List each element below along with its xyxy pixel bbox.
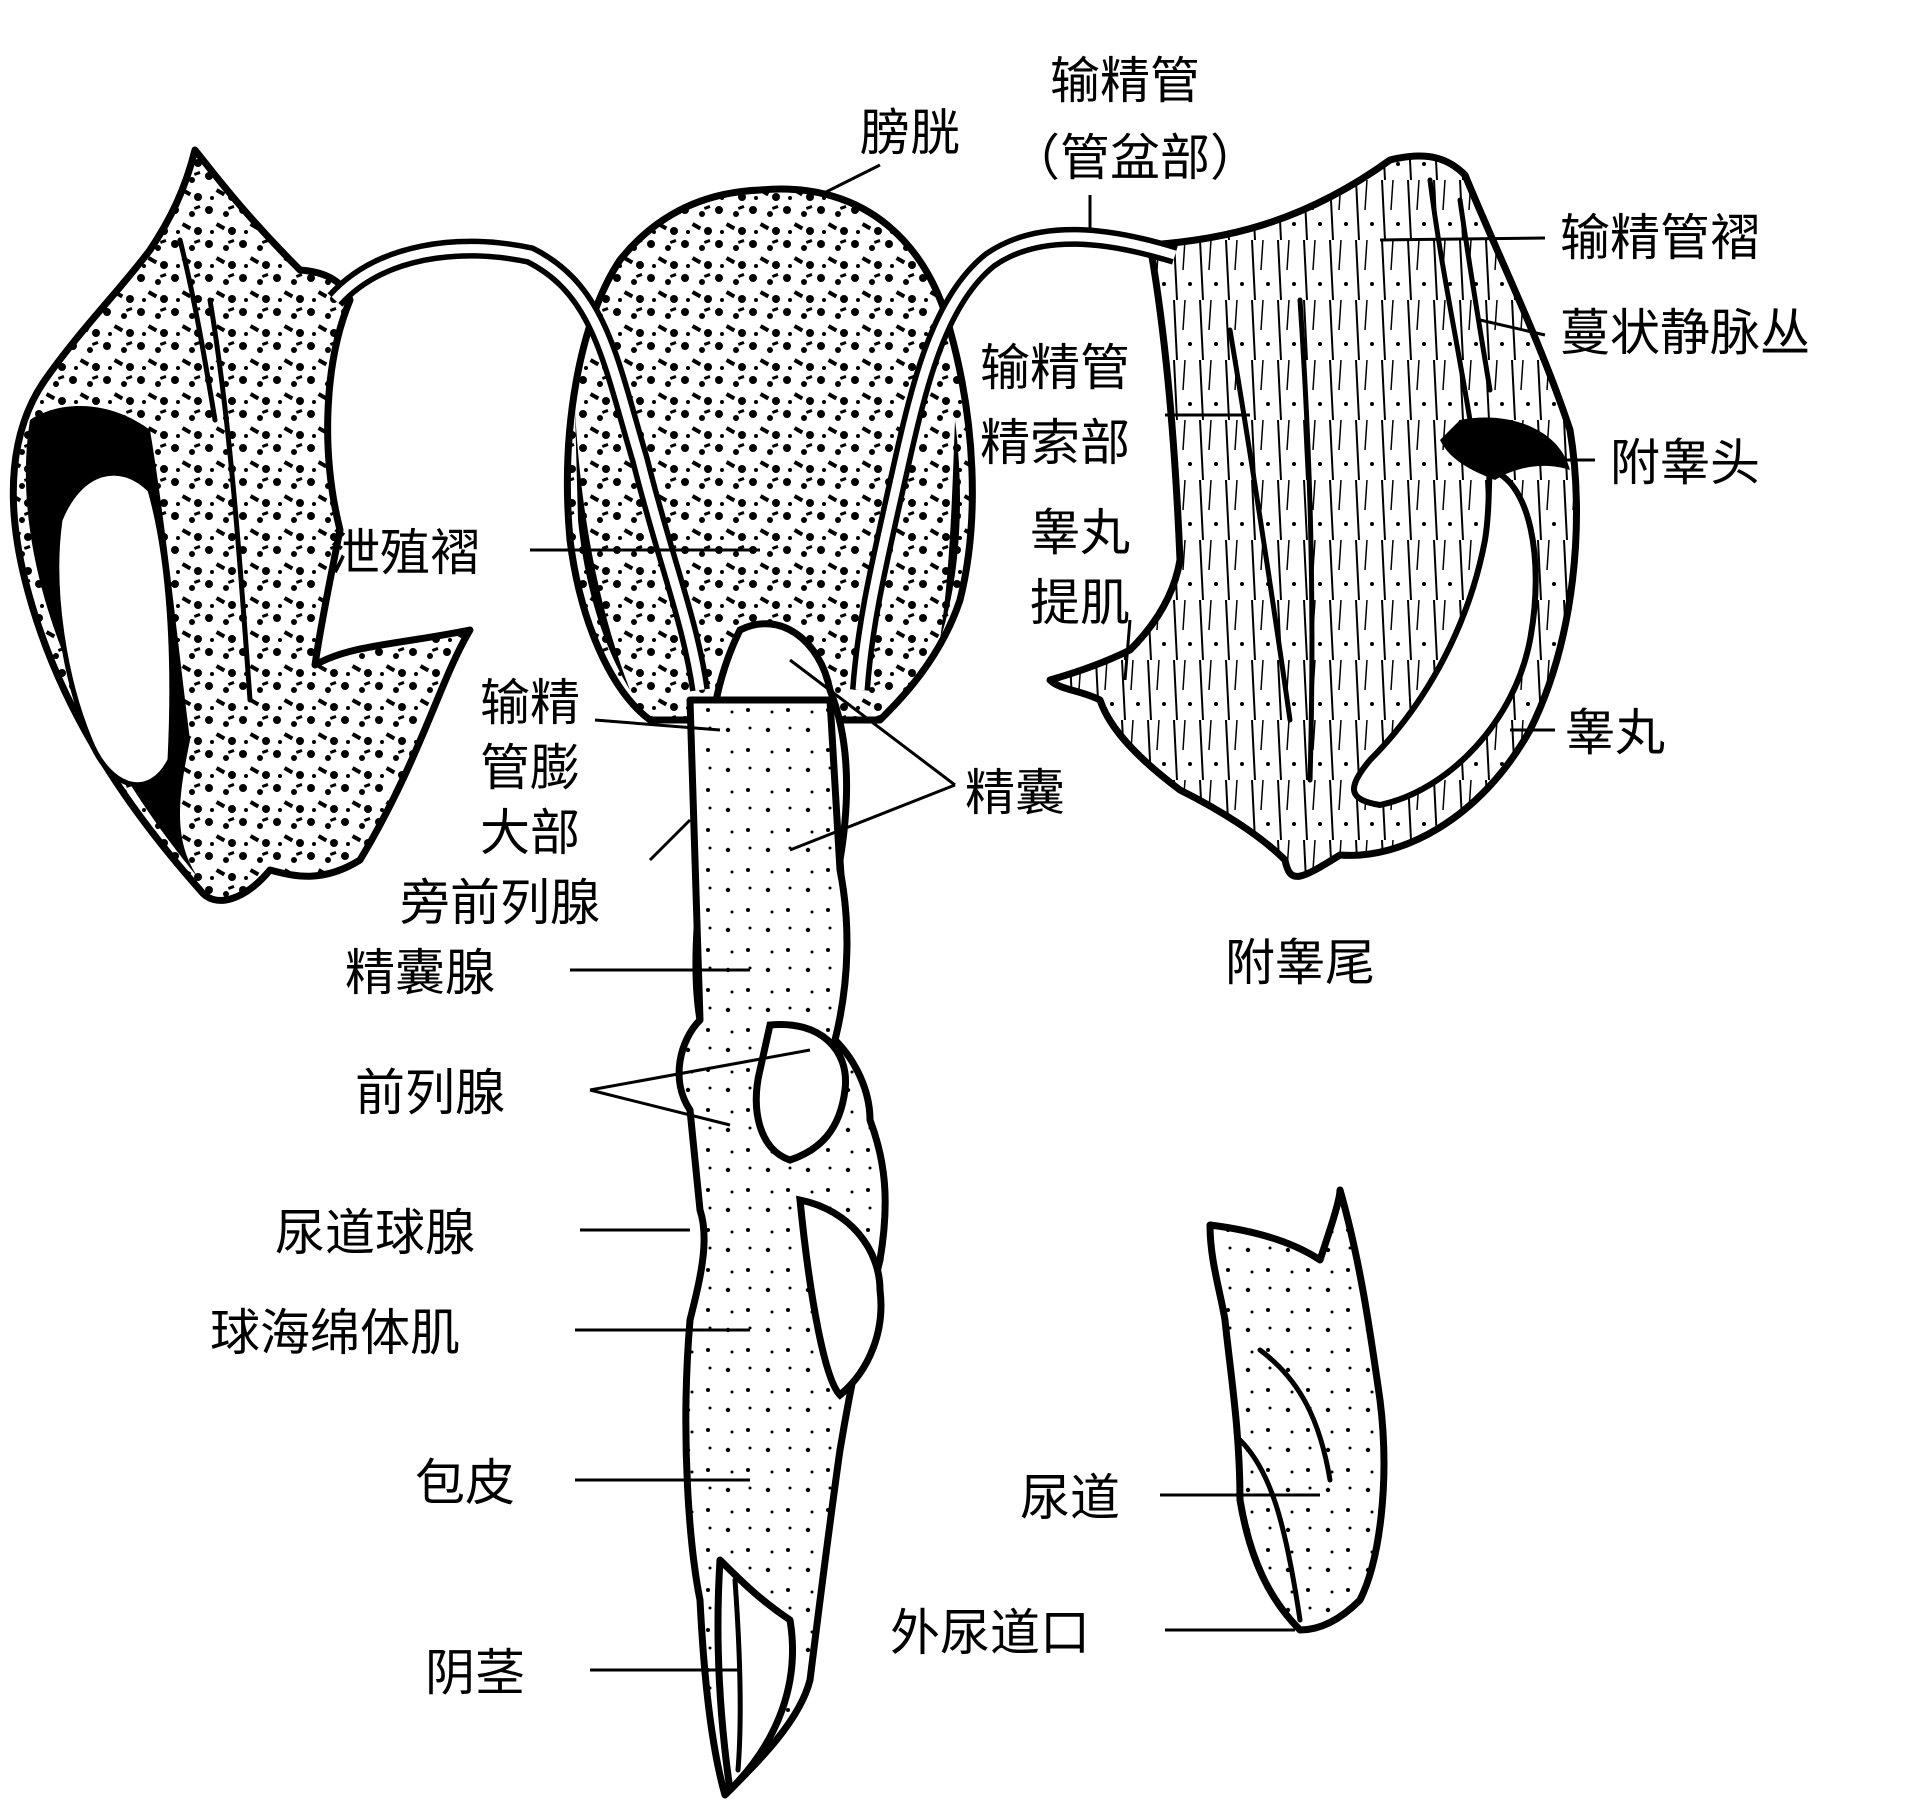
left-fold-line-2 <box>177 237 218 423</box>
leader-ampulla <box>594 718 721 732</box>
right-testis-group <box>1046 152 1580 880</box>
leader-cremaster <box>1123 619 1132 681</box>
label-epididymis-tail: 附睾尾 <box>1225 934 1375 992</box>
ductus-deferens-loops <box>327 226 1178 692</box>
leader-ductus-fold <box>1379 236 1546 242</box>
right-epididymis-head <box>1440 417 1570 480</box>
label-prepuce: 包皮 <box>415 1454 515 1512</box>
label-ductus-fold: 输精管褶 <box>1560 209 1760 267</box>
label-prostate: 前列腺 <box>355 1064 505 1122</box>
leader-paraprostatic <box>648 818 692 862</box>
label-ductus-pelvic-2: （管盆部） <box>1010 129 1260 187</box>
label-urethra: 尿道 <box>1020 1469 1120 1527</box>
leader-bladder <box>819 163 881 197</box>
label-ductus-cord-1: 输精管 <box>980 339 1130 397</box>
label-external-orifice: 外尿道口 <box>890 1604 1090 1662</box>
label-penis: 阴茎 <box>425 1644 525 1702</box>
label-seminal-gland: 精囊腺 <box>345 944 495 1002</box>
leader-prostate-a <box>589 1048 811 1092</box>
glans-urethra-line <box>1237 1437 1303 1623</box>
leader-prostate-b <box>589 1088 731 1127</box>
left-fold-line-1 <box>207 297 253 703</box>
label-genital-fold: 泄殖褶 <box>330 524 480 582</box>
label-ductus-cord-2: 精索部 <box>980 414 1130 472</box>
right-pampiniform-line-1 <box>1427 177 1473 423</box>
right-testis-white <box>1351 466 1539 809</box>
shaft-outline <box>675 696 889 1799</box>
label-paraprostatic: 旁前列腺 <box>400 874 600 932</box>
label-bladder: 膀胱 <box>860 104 960 162</box>
label-cremaster-2: 提肌 <box>1030 574 1130 632</box>
right-cord-line-2 <box>1227 327 1293 723</box>
label-ampulla-1: 输精 <box>480 674 580 732</box>
glans-detail <box>1206 1186 1388 1634</box>
label-ampulla-2: 管膨 <box>480 739 580 797</box>
labels: 膀胱 输精管 （管盆部） 输精管褶 蔓状静脉丛 输精管 精索部 附睾头 泄殖褶 … <box>210 52 1810 1702</box>
left-testis-white <box>54 470 175 788</box>
penis-stripe <box>732 1577 743 1773</box>
right-pampiniform-line-2 <box>1457 197 1493 393</box>
leader-pampiniform <box>1479 318 1546 337</box>
bulbourethral-gland <box>796 1195 885 1400</box>
right-cord-line <box>1297 297 1315 783</box>
leader-lines <box>530 163 1595 1672</box>
label-pampiniform: 蔓状静脉丛 <box>1560 304 1810 362</box>
urogenital-shaft <box>675 696 889 1799</box>
label-bulbourethral: 尿道球腺 <box>275 1204 475 1262</box>
left-testis-group <box>9 146 474 904</box>
bladder-dark-right <box>940 420 960 640</box>
leader-seminal-vesicle-b <box>789 783 956 852</box>
label-cremaster-1: 睾丸 <box>1030 504 1130 562</box>
label-epididymis-head: 附睾头 <box>1610 434 1760 492</box>
label-ductus-pelvic-1: 输精管 <box>1050 52 1200 110</box>
glans-outline <box>1206 1186 1388 1634</box>
leader-seminal-vesicle-a <box>789 658 956 787</box>
label-testis: 睾丸 <box>1565 704 1665 762</box>
glans-fold-line <box>1257 1347 1333 1483</box>
label-seminal-vesicle: 精囊 <box>965 764 1065 822</box>
label-bulbospongiosus: 球海绵体肌 <box>210 1304 460 1362</box>
label-ampulla-3: 大部 <box>480 804 580 862</box>
prostate <box>752 1020 850 1164</box>
